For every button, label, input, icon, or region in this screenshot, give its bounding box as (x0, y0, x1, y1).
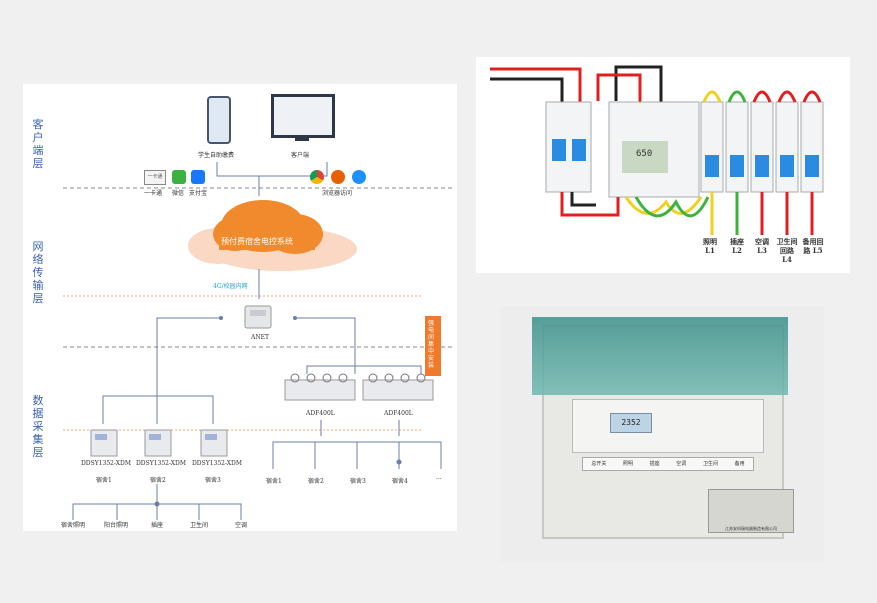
nameplate: 江苏安科瑞电器制造有限公司 (708, 489, 794, 533)
meter-label-2: DDSY1352-XDM (136, 460, 187, 467)
cloud-shape (188, 200, 357, 271)
concentrate-box-label: 强电间集中安装 (428, 320, 435, 369)
adf-device-1 (284, 373, 356, 401)
meter-dorm-2: 宿舍2 (150, 477, 166, 484)
wiring-meter-reading: 650 (636, 149, 653, 159)
photo-label-3: 插座 (649, 461, 660, 467)
layer-data: 数据采集层 (32, 394, 44, 459)
alipay-label: 支付宝 (189, 190, 208, 197)
load-4: 卫生间 (190, 522, 209, 529)
ie-icon (352, 170, 366, 184)
monitor-icon (271, 94, 335, 138)
cloud-system-label: 预付费宿舍电控系统 (221, 237, 293, 246)
circuit-5: 备用回路 L5 (802, 237, 824, 255)
meter-2 (144, 429, 172, 457)
adf-dorm-2: 宿舍2 (308, 478, 324, 485)
breaker-row (572, 399, 764, 453)
photo-label-5: 卫生间 (702, 461, 718, 467)
card-label: 一卡通 (144, 190, 163, 197)
phone-icon (207, 96, 231, 144)
meter-dorm-3: 宿舍3 (205, 477, 221, 484)
wiring-graphic (490, 65, 824, 235)
layer-client: 客户端层 (32, 118, 44, 170)
wechat-label: 微信 (172, 190, 185, 197)
load-5: 空调 (235, 522, 248, 529)
wechat-icon (172, 170, 186, 184)
load-3: 插座 (151, 522, 164, 529)
alipay-icon (191, 170, 205, 184)
layer-network: 网络传输层 (32, 240, 44, 305)
photo-label-4: 空调 (676, 461, 687, 467)
photo-meter-screen: 2352 (610, 413, 652, 433)
monitor-stand (295, 135, 309, 141)
adf-dorm-more: ··· (436, 476, 442, 483)
anet-label: ANET (251, 334, 269, 341)
card-icon: 一卡通 (144, 170, 166, 185)
firefox-icon (331, 170, 345, 184)
photo-label-1: 总开关 (591, 461, 607, 467)
branch-breakers (700, 101, 824, 193)
anet-device (244, 305, 272, 329)
student-self-pay-label: 学生自助缴费 (198, 152, 235, 159)
circuit-4: 卫生间回路 L4 (776, 237, 798, 264)
client-terminal-label: 客户端 (291, 152, 310, 159)
network-link-label: 4G/校园内网 (213, 283, 248, 290)
photo-label-6: 备用 (734, 461, 745, 467)
meter-label-1: DDSY1352-XDM (81, 460, 132, 467)
transparent-cover (532, 317, 788, 395)
architecture-lines (63, 162, 453, 520)
adf-dorm-4: 宿舍4 (392, 478, 408, 485)
adf-label-2: ADF400L (384, 410, 413, 417)
concentrate-box (425, 316, 441, 376)
architecture-diagram: 客户端层 网络传输层 数据采集层 学生自助缴费 客户端 一卡通 一卡通 微信 支… (23, 84, 457, 531)
adf-dorm-3: 宿舍3 (350, 478, 366, 485)
meter-label-3: DDSY1352-XDM (192, 460, 243, 467)
meter-dorm-1: 宿舍1 (96, 477, 112, 484)
load-2: 阳台照明 (104, 522, 129, 529)
browser-access-label: 浏览器访问 (322, 190, 353, 197)
adf-label-1: ADF400L (306, 410, 335, 417)
distribution-box-photo: 2352 总开关 照明 插座 空调 卫生间 备用 江苏安科瑞电器制造有限公司 (500, 307, 824, 562)
chrome-icon (310, 170, 324, 184)
adf-dorm-1: 宿舍1 (266, 478, 282, 485)
label-strip: 总开关 照明 插座 空调 卫生间 备用 (582, 457, 754, 471)
meter-1 (90, 429, 118, 457)
adf-device-2 (362, 373, 434, 401)
photo-label-2: 照明 (622, 461, 633, 467)
meter-3 (200, 429, 228, 457)
load-1: 宿舍照明 (61, 522, 86, 529)
